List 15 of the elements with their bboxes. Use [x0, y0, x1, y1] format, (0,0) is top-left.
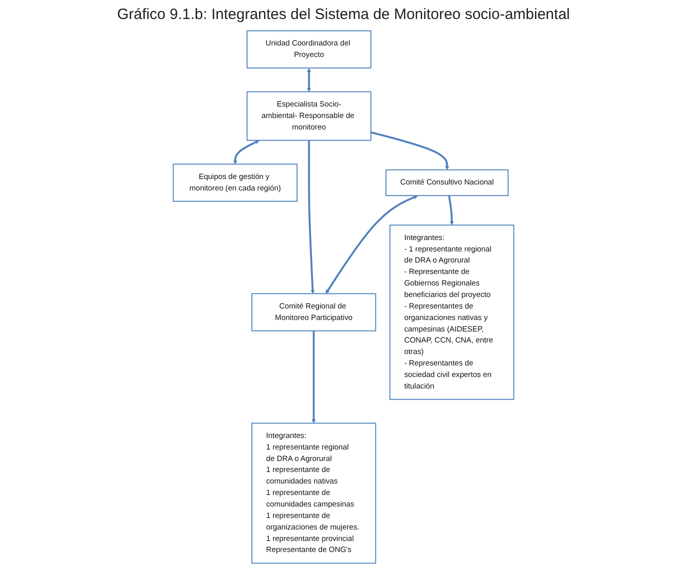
node-box — [246, 30, 372, 68]
arrow — [312, 330, 316, 424]
node-box — [246, 91, 372, 141]
arrow — [308, 140, 315, 294]
arrow — [233, 140, 260, 164]
arrow — [448, 195, 454, 226]
arrow — [306, 68, 312, 92]
node-box — [251, 293, 376, 332]
arrow — [370, 131, 450, 170]
node-box — [389, 224, 514, 400]
node-box — [251, 422, 376, 564]
node-box — [172, 164, 298, 202]
arrow — [326, 195, 418, 294]
node-box — [386, 169, 509, 196]
diagram-title: Gráfico 9.1.b: Integrantes del Sistema de Monitoreo socio-ambiental — [116, 6, 571, 23]
